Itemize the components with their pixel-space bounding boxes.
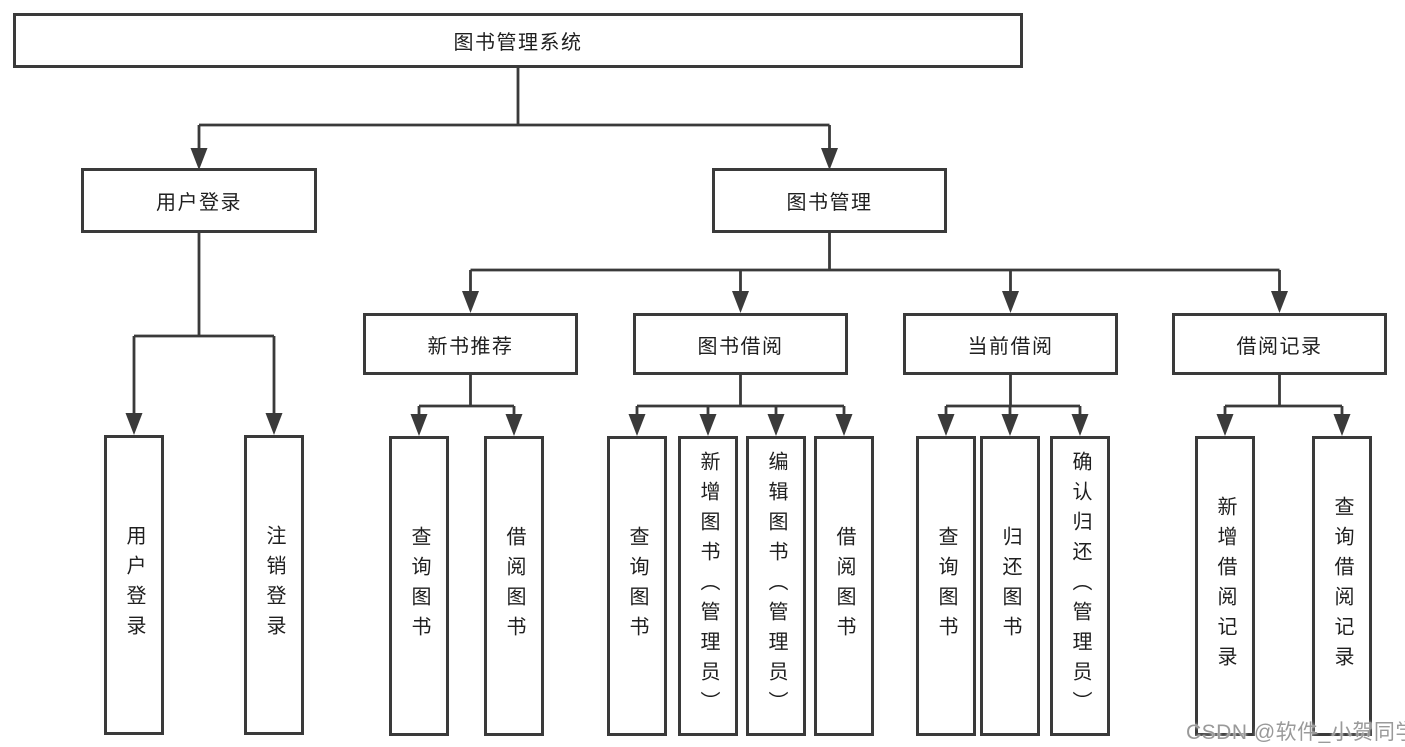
node-label: 借阅图书 <box>833 526 855 646</box>
node-label: 借阅图书 <box>503 526 525 646</box>
node-confirm-return-admin: 确认归还（管理员） <box>1050 436 1110 736</box>
arrowheads <box>125 148 1351 436</box>
node-label: 用户登录 <box>123 525 145 645</box>
node-label: 图书借阅 <box>697 335 784 358</box>
node-user-login-branch: 用户登录 <box>81 168 317 233</box>
node-label: 查询图书 <box>408 526 430 646</box>
node-query-books-current: 查询图书 <box>916 436 976 736</box>
node-query-borrow-record: 查询借阅记录 <box>1312 436 1372 736</box>
node-label: 查询图书 <box>935 526 957 646</box>
node-label: 新书推荐 <box>427 335 514 358</box>
node-label: 用户登录 <box>156 192 242 214</box>
node-user-login-leaf: 用户登录 <box>104 435 164 735</box>
node-current-borrowing: 当前借阅 <box>903 313 1118 375</box>
node-label: 当前借阅 <box>967 335 1054 358</box>
node-borrowing-records: 借阅记录 <box>1172 313 1387 375</box>
node-book-borrowing: 图书借阅 <box>633 313 848 375</box>
node-label: 新增借阅记录 <box>1214 496 1236 676</box>
node-label: 确认归还（管理员） <box>1069 451 1091 721</box>
node-label: 编辑图书（管理员） <box>765 451 787 721</box>
node-borrow-books-recommend: 借阅图书 <box>484 436 544 736</box>
node-add-borrow-record: 新增借阅记录 <box>1195 436 1255 736</box>
node-book-management-branch: 图书管理 <box>712 168 947 233</box>
node-label: 查询借阅记录 <box>1331 496 1353 676</box>
node-query-books-borrowing: 查询图书 <box>607 436 667 736</box>
node-label: 查询图书 <box>626 526 648 646</box>
node-label: 归还图书 <box>999 526 1021 646</box>
node-add-books-admin: 新增图书（管理员） <box>678 436 738 736</box>
node-borrow-books-leaf: 借阅图书 <box>814 436 874 736</box>
node-label: 图书管理 <box>786 192 873 214</box>
node-label: 借阅记录 <box>1236 335 1323 358</box>
node-label: 新增图书（管理员） <box>697 451 719 721</box>
node-new-book-recommendation: 新书推荐 <box>363 313 578 375</box>
node-return-books: 归还图书 <box>980 436 1040 736</box>
watermark-text: CSDN @软件_小贺同学 <box>1186 721 1405 744</box>
node-label: 图书管理系统 <box>453 32 583 54</box>
node-logout-leaf: 注销登录 <box>244 435 304 735</box>
node-label: 注销登录 <box>263 525 285 645</box>
node-edit-books-admin: 编辑图书（管理员） <box>746 436 806 736</box>
node-library-management-system: 图书管理系统 <box>13 13 1023 68</box>
node-query-books-recommend: 查询图书 <box>389 436 449 736</box>
